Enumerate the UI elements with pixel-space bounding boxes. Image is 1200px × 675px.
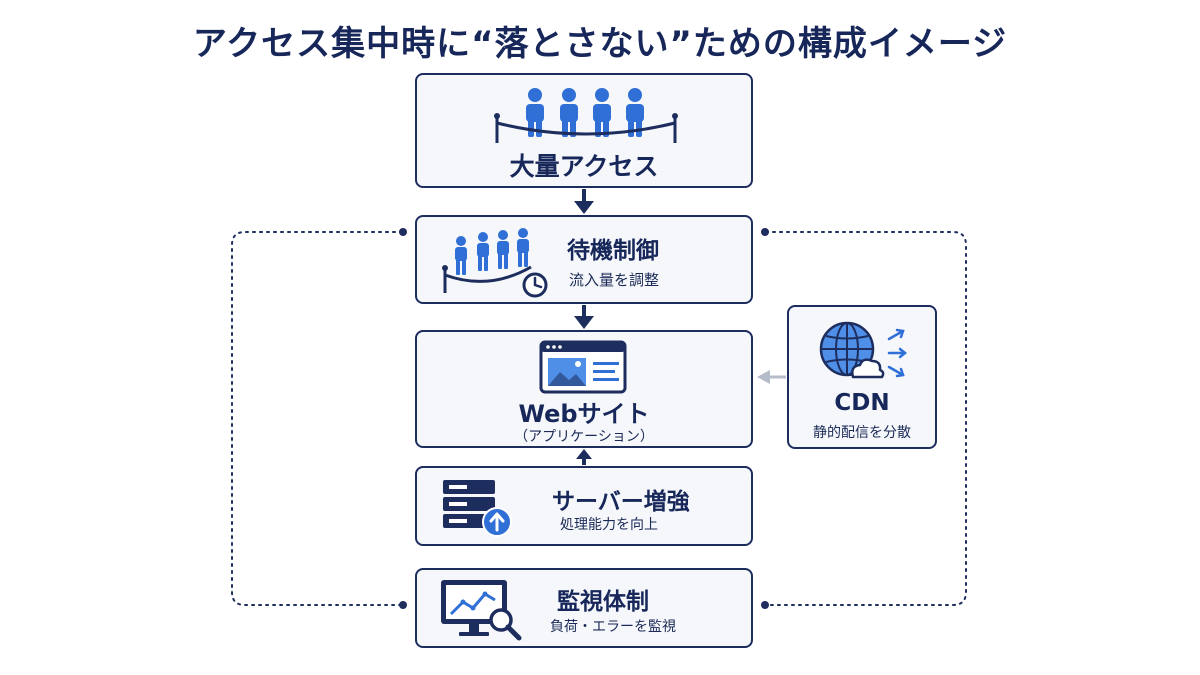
waiting-title: 待機制御 [567, 238, 659, 264]
waiting-subtitle: 流入量を調整 [569, 271, 660, 289]
server-subtitle: 処理能力を向上 [560, 517, 658, 533]
node-cdn: CDN 静的配信を分散 [787, 305, 937, 449]
website-title: Webサイト [518, 400, 650, 428]
queue-clock-icon [442, 228, 548, 298]
node-server-upgrade: サーバー増強 処理能力を向上 [415, 466, 753, 546]
server-title: サーバー増強 [552, 489, 690, 515]
dotted-loop-left [231, 228, 407, 609]
server-upgrade-icon [443, 480, 512, 537]
monitoring-title: 監視体制 [557, 589, 649, 615]
cdn-subtitle: 静的配信を分散 [813, 425, 911, 441]
browser-window-icon [539, 340, 627, 394]
node-waiting-control: 待機制御 流入量を調整 [415, 215, 753, 304]
node-mass-access: 大量アクセス [415, 73, 753, 188]
dotted-loop-right [761, 228, 967, 609]
globe-cloud-icon [819, 321, 908, 379]
page-title: アクセス集中時に“落とさない”ための構成イメージ [192, 24, 1008, 64]
arrow-access-to-waiting [574, 189, 594, 214]
monitoring-subtitle: 負荷・エラーを監視 [550, 619, 676, 635]
queue-people-icon [494, 88, 678, 143]
arrow-cdn-to-website [757, 370, 786, 384]
node-website: Webサイト （アプリケーション） [415, 330, 753, 448]
arrow-waiting-to-website [574, 305, 594, 329]
monitor-chart-search-icon [441, 580, 522, 641]
arrow-server-to-website [576, 449, 592, 465]
access-title: 大量アクセス [509, 152, 659, 181]
cdn-title: CDN [834, 390, 890, 416]
website-subtitle: （アプリケーション） [514, 429, 654, 445]
node-monitoring: 監視体制 負荷・エラーを監視 [415, 568, 753, 648]
